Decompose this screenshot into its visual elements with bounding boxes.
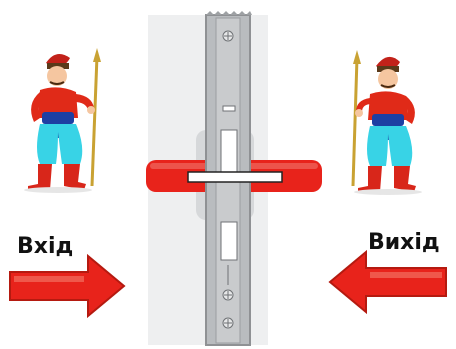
cossack-guard-right	[351, 50, 422, 195]
lock-slot-small	[222, 105, 236, 112]
handle-spindle	[187, 171, 283, 183]
entry-label: Вхід	[17, 234, 74, 259]
lock-slot-latch	[220, 129, 238, 177]
cossack-guard-left	[24, 48, 101, 193]
exit-arrow	[328, 249, 447, 315]
screw-top	[222, 30, 234, 42]
exit-label: Вихід	[368, 230, 440, 255]
lock-serrated-edge	[206, 11, 252, 15]
lock-slot-bolt	[220, 221, 238, 261]
entry-arrow	[9, 253, 126, 319]
screw-middle	[222, 289, 234, 301]
screw-bottom	[222, 317, 234, 329]
